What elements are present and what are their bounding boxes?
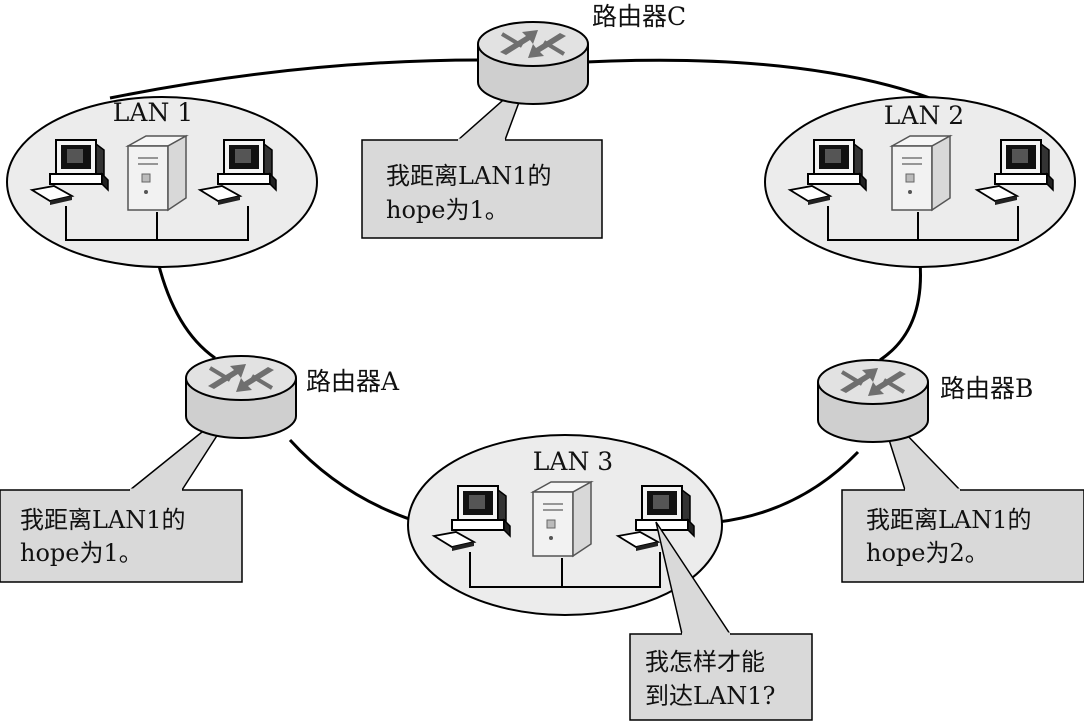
lan1-bus [65, 206, 249, 241]
callout-host-line1: 我怎样才能 [645, 648, 765, 676]
callout-router-c-box [361, 139, 603, 239]
router-b-icon [816, 358, 930, 444]
router-b: 路由器B [816, 358, 1033, 444]
link-routerc-lan2 [585, 58, 931, 100]
router-a-label: 路由器A [306, 367, 400, 396]
link-routera-lan3 [288, 438, 413, 522]
callout-router-a-line1: 我距离LAN1的 [20, 506, 186, 534]
lan1-label: LAN 1 [113, 98, 193, 127]
callout-router-c: 我距离LAN1的 hope为1。 [361, 77, 603, 239]
callout-host: 我怎样才能 到达LAN1? [629, 521, 813, 721]
link-lan1-routera [156, 261, 216, 360]
callout-router-b-box [841, 489, 1084, 583]
lan2-label: LAN 2 [884, 101, 964, 130]
router-a-icon [184, 354, 298, 440]
link-lan1-routerc [109, 58, 481, 100]
link-lan2-routerb [879, 261, 922, 362]
callout-router-c-line1: 我距离LAN1的 [386, 162, 552, 190]
router-c: 路由器C [476, 2, 686, 106]
lan2-server-icon [891, 135, 951, 211]
router-c-icon [476, 20, 590, 106]
router-b-label: 路由器B [940, 374, 1033, 403]
callout-router-c-line2: hope为1。 [386, 196, 509, 224]
callout-router-a-box [0, 489, 243, 583]
lan2-bus [827, 206, 1019, 241]
callout-router-b-line1: 我距离LAN1的 [866, 506, 1032, 534]
lan3-bus [469, 552, 661, 588]
lan1-group: LAN 1 [6, 96, 318, 268]
lan3-server-icon [532, 481, 592, 557]
lan3-label: LAN 3 [533, 447, 613, 476]
callout-router-a-line2: hope为1。 [20, 539, 143, 567]
backbone-links [109, 58, 931, 524]
router-a: 路由器A [184, 354, 400, 440]
link-lan3-routerb [717, 450, 860, 524]
router-c-label: 路由器C [592, 2, 686, 31]
callout-host-line2: 到达LAN1? [645, 682, 775, 710]
callout-router-b-line2: hope为2。 [866, 539, 989, 567]
callout-host-box [629, 633, 813, 721]
lan2-group: LAN 2 [764, 96, 1076, 268]
lan1-server-icon [127, 135, 187, 211]
lan3-group: LAN 3 [407, 434, 723, 616]
